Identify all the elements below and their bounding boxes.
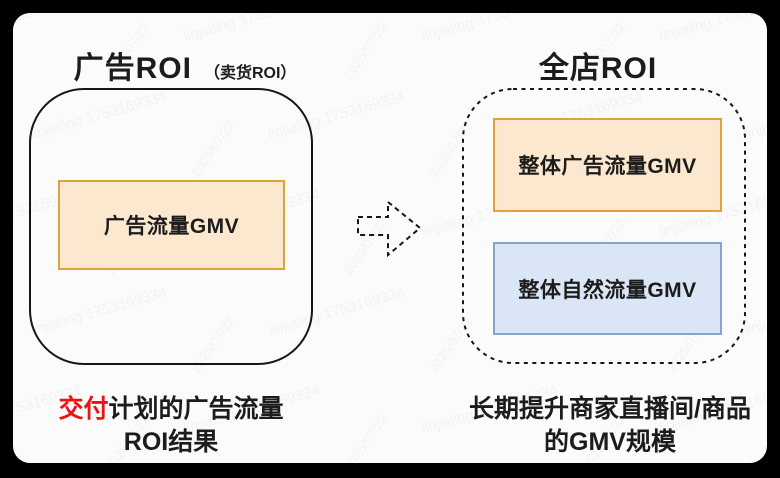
overall-ad-traffic-gmv-box: 整体广告流量GMV [493, 118, 722, 212]
right-caption-line2: 的GMV规模 [544, 428, 676, 456]
left-caption-highlight: 交付 [58, 395, 109, 423]
overall-organic-traffic-gmv-label: 整体自然流量GMV [518, 278, 697, 302]
diagram-card: linjialing 17531693342025/07/22linjialin… [13, 13, 767, 463]
ad-roi-frame [29, 88, 313, 365]
ad-traffic-gmv-box: 广告流量GMV [58, 180, 285, 270]
left-caption-line1-rest: 计划的广告流量 [108, 395, 284, 423]
left-caption-line1: 交付计划的广告流量 [16, 393, 326, 426]
right-caption-line1: 长期提升商家直播间/商品 [469, 395, 751, 423]
left-title-row: 广告ROI （卖货ROI） [35, 43, 335, 87]
overall-organic-traffic-gmv-box: 整体自然流量GMV [493, 242, 722, 335]
left-subtitle: （卖货ROI） [203, 65, 297, 82]
right-caption: 长期提升商家直播间/商品 的GMV规模 [455, 393, 765, 459]
right-title: 全店ROI [538, 52, 658, 85]
dashed-right-arrow-icon [357, 200, 422, 258]
left-caption: 交付计划的广告流量 ROI结果 [16, 393, 326, 459]
store-roi-frame [462, 88, 746, 364]
left-title: 广告ROI [73, 52, 192, 85]
right-title-row: 全店ROI [448, 43, 748, 87]
ad-traffic-gmv-label: 广告流量GMV [103, 215, 240, 238]
overall-ad-traffic-gmv-label: 整体广告流量GMV [518, 155, 697, 178]
left-caption-line2: ROI结果 [123, 428, 219, 456]
